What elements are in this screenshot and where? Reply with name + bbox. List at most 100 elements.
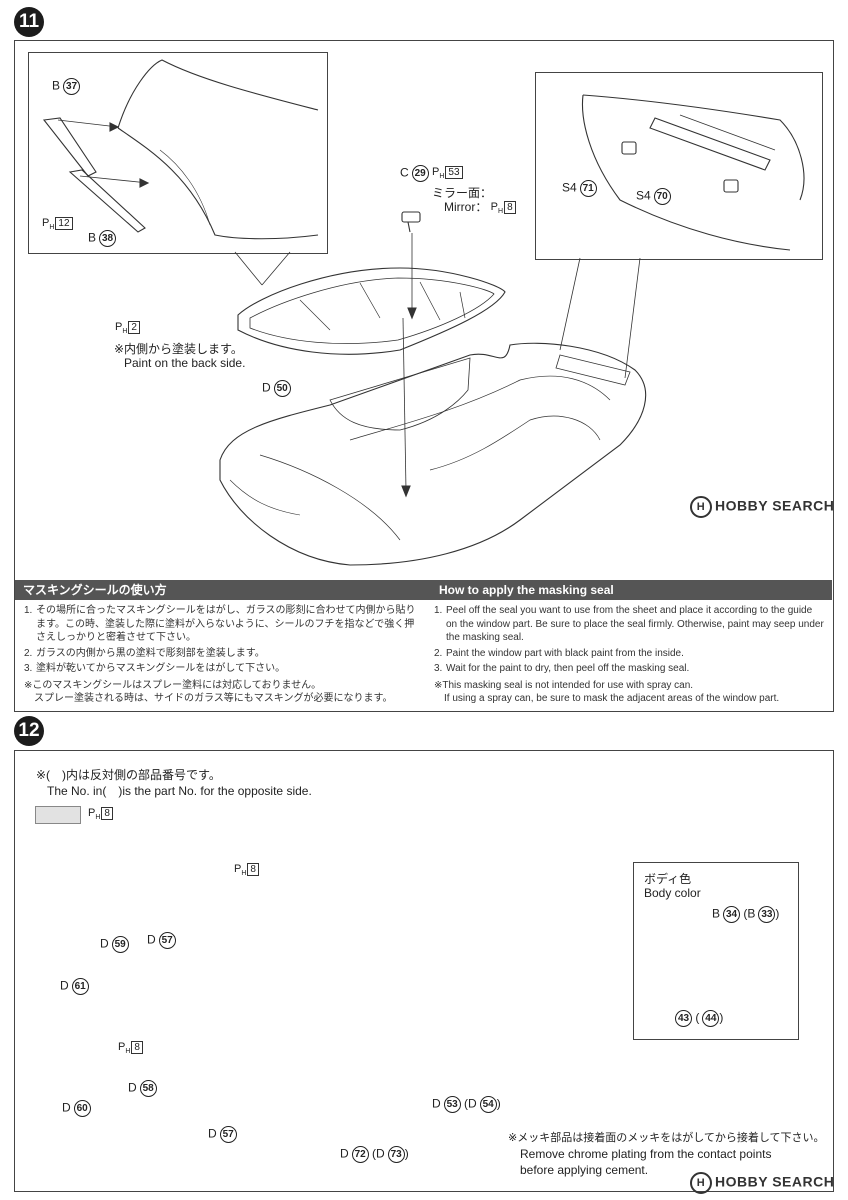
part-letter: B [88,230,97,245]
part-number-circle: 34 [723,906,741,923]
opposite-part-letter: B [747,906,756,921]
watermark-logo-icon: H [690,496,712,518]
opposite-note-en: The No. in( )is the part No. for the opp… [47,784,312,798]
part-number-circle: 60 [73,1100,91,1117]
body-color-en: Body color [644,886,701,900]
opposite-note-jp: ※( )内は反対側の部品番号です。 [36,768,221,782]
part-number-circle: 57 [158,932,176,949]
body-color-jp: ボディ色 [644,872,692,886]
color-swatch [35,806,81,824]
masking-jp-instructions: 1.その場所に合ったマスキングシールをはがし、ガラスの彫刻に合わせて内側から貼り… [24,604,420,706]
part-letter: D [62,1100,71,1115]
masking-jp-item-1: 1.その場所に合ったマスキングシールをはがし、ガラスの彫刻に合わせて内側から貼り… [24,605,416,643]
part-number-circle: 29 [411,165,429,182]
part-letter: D [60,978,69,993]
chrome-note-jp: ※メッキ部品は接着面のメッキをはがしてから接着して下さい。 [508,1132,825,1144]
part-letter: C [400,165,409,180]
masking-en-item-2: 2.Paint the window part with black paint… [434,647,684,659]
mirror-face-jp: ミラー面： [432,186,493,200]
masking-en-note-1: ※This masking seal is not intended for u… [434,679,694,691]
step-12-frame [14,750,834,1192]
watermark-logo-icon: H [690,1172,712,1194]
chrome-note: ※メッキ部品は接着面のメッキをはがしてから接着して下さい。 Remove chr… [508,1130,825,1178]
part-number-circle: 72 [351,1146,369,1163]
part-letter: D [100,936,109,951]
part-43-label: 43 (44) [672,1010,723,1027]
side-mirror-box [633,862,799,1040]
part-number-circle: 58 [139,1080,157,1097]
opposite-part-letter: D [468,1096,477,1111]
part-number-circle: 38 [99,230,117,247]
masking-en-item-1: 1.Peel off the seal you want to use from… [434,605,824,643]
part-letter: B [52,78,61,93]
part-number-circle: 53 [443,1096,461,1113]
chrome-note-en-2: before applying cement. [520,1163,649,1177]
part-letter: D [432,1096,441,1111]
part-letter: S4 [562,180,577,195]
window-note-jp: ※内側から塗装します。 [114,342,243,356]
step-11-badge: 11 [14,7,44,37]
opposite-part-letter: D [376,1146,385,1161]
masking-jp-note-1: ※このマスキングシールはスプレー塗料には対応しておりません。 [24,679,322,691]
masking-en-note-2: If using a spray can, be sure to mask th… [444,693,780,704]
masking-en-title: How to apply the masking seal [431,580,832,600]
part-letter: B [712,906,721,921]
opposite-part-number-circle: 33 [758,906,776,923]
part-letter: D [147,932,156,947]
part-letter: D [128,1080,137,1095]
part-number-circle: 57 [219,1126,237,1143]
masking-jp-title: マスキングシールの使い方 [15,580,437,600]
part-number-circle: 37 [63,78,81,95]
part-number-circle: 50 [273,380,291,397]
masking-jp-item-2: 2.ガラスの内側から黒の塗料で彫刻部を塗装します。 [24,647,265,659]
part-letter: D [262,380,271,395]
opposite-part-number-circle: 73 [387,1146,405,1163]
part-letter: D [340,1146,349,1161]
part-number-circle: 71 [579,180,597,197]
window-note-en: Paint on the back side. [124,356,246,370]
opposite-part-number-circle: 54 [479,1096,497,1113]
masking-jp-note-2: スプレー塗装される時は、サイドのガラス等にもマスキングが必要になります。 [34,693,393,704]
chrome-note-en-1: Remove chrome plating from the contact p… [520,1147,772,1161]
part-number-circle: 70 [653,188,671,205]
masking-en-instructions: 1.Peel off the seal you want to use from… [434,604,826,706]
part-number-circle: 61 [71,978,89,995]
masking-en-item-3: 3.Wait for the paint to dry, then peel o… [434,663,690,674]
step-12-badge: 12 [14,716,44,746]
part-letter: D [208,1126,217,1141]
part-number-circle: 43 [675,1010,692,1027]
part-letter: S4 [636,188,651,203]
opposite-part-number-circle: 44 [702,1010,720,1027]
part-number-circle: 59 [111,936,129,953]
masking-jp-item-3: 3.塗料が乾いてからマスキングシールをはがして下さい。 [24,663,286,674]
